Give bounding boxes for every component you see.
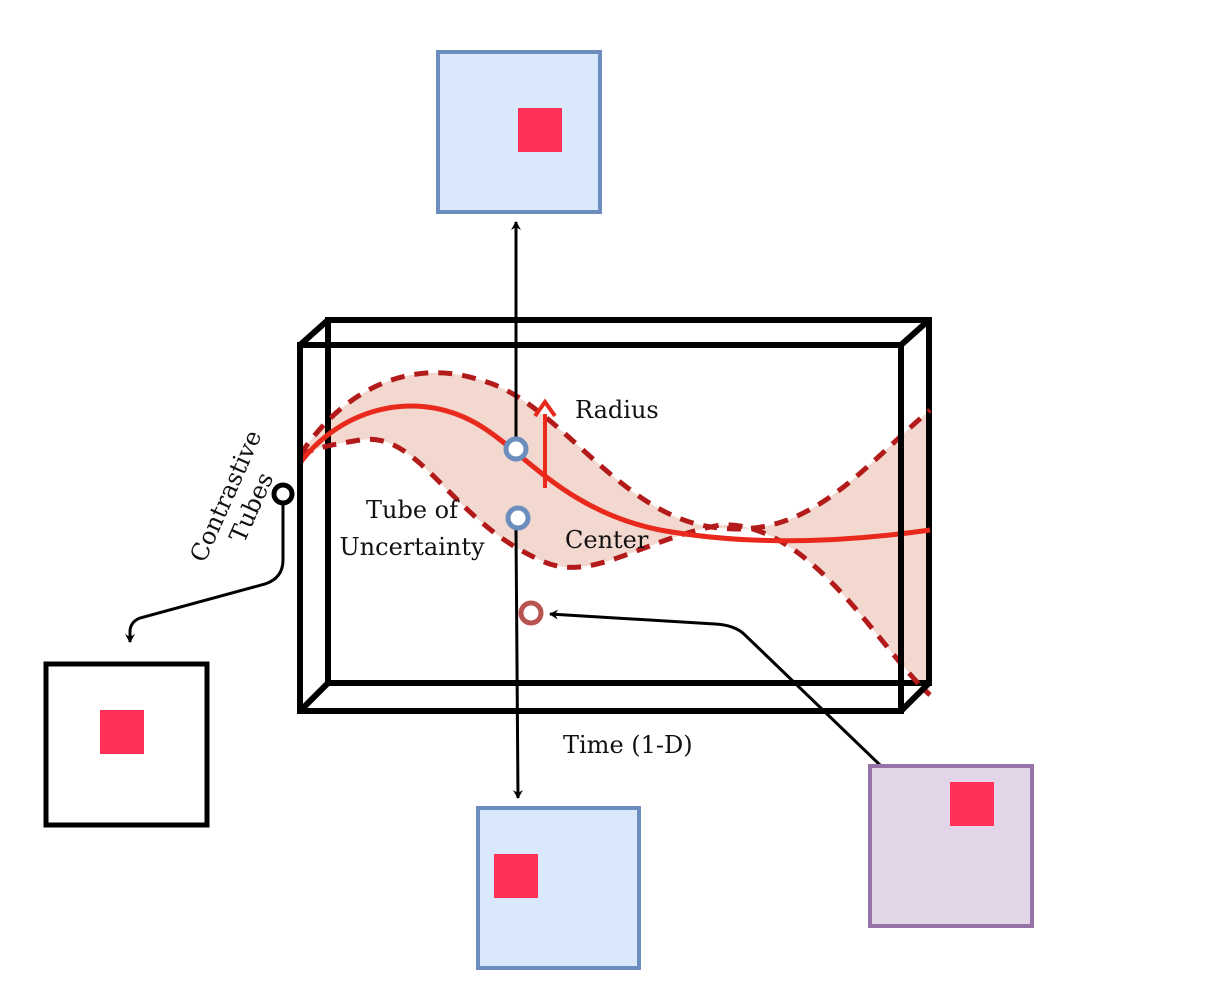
tube-of-uncertainty-region <box>300 372 930 695</box>
tube-lower-boundary <box>298 436 932 697</box>
time-volume-box-back <box>325 317 932 686</box>
sample-box-left <box>43 661 210 828</box>
box-depth-edge <box>898 680 932 714</box>
marker-square <box>494 854 538 898</box>
sample-box-purple <box>868 764 1034 928</box>
box-depth-edge <box>298 317 330 348</box>
box-depth-edge <box>899 317 931 348</box>
sample-box-bottom <box>476 806 641 970</box>
marker-square <box>950 782 994 826</box>
tube-upper-boundary <box>297 370 932 532</box>
time-volume-box-front <box>297 342 904 714</box>
sample-box-top <box>436 50 602 214</box>
tube-of-uncertainty-label-line2: Uncertainty <box>339 533 485 561</box>
tube-center-line <box>298 403 931 544</box>
box-depth-edge <box>297 680 331 714</box>
negative-sample-point <box>518 600 544 626</box>
radius-label: Radius <box>575 396 659 424</box>
center-label: Center <box>565 526 649 554</box>
tube-of-uncertainty-label-line1: Tube of <box>366 496 460 524</box>
marker-square <box>518 108 562 152</box>
tube-sample-point-upper <box>503 436 529 462</box>
arrow-from-contrastive-point <box>125 502 285 643</box>
tube-sample-point-lower <box>505 505 531 531</box>
arrow-from-purple-sample <box>549 609 882 767</box>
arrow-to-bottom-sample <box>512 529 523 799</box>
marker-square <box>100 710 144 754</box>
radius-arrowhead <box>533 398 557 418</box>
contrastive-point <box>271 482 295 506</box>
time-axis-label: Time (1-D) <box>563 731 693 759</box>
